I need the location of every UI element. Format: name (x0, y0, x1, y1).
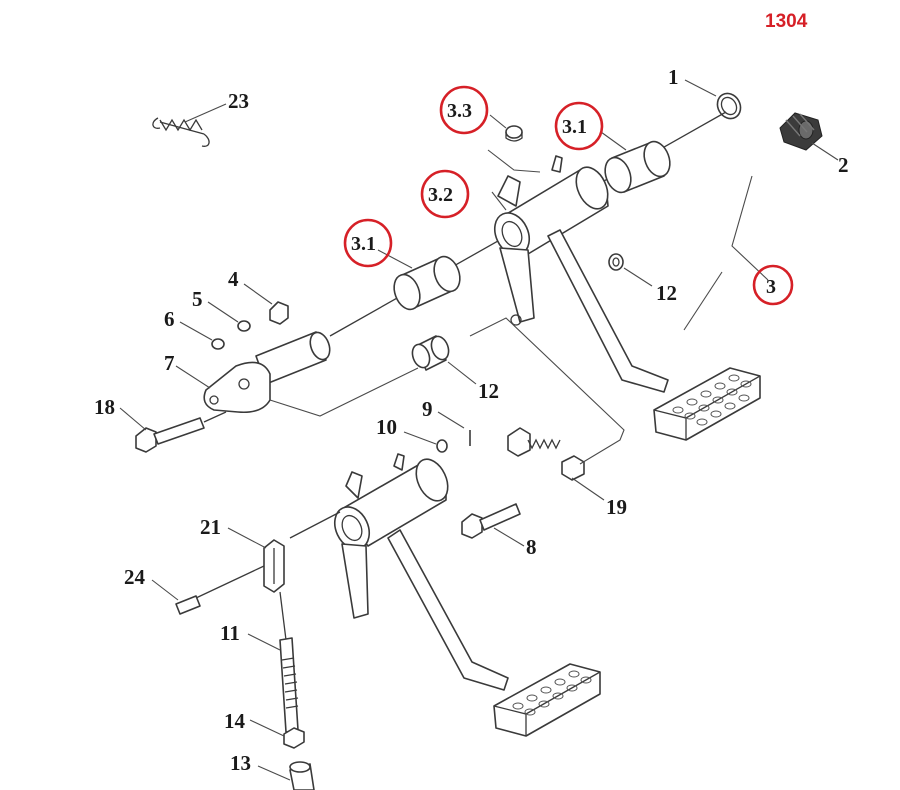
callout-24: 24 (124, 565, 146, 589)
callout-4: 4 (228, 267, 239, 291)
sleeve-part-13 (257, 761, 315, 790)
callout-12-right: 12 (656, 281, 677, 305)
callout-19: 19 (606, 495, 627, 519)
callout-7: 7 (164, 351, 175, 375)
callout-14: 14 (224, 709, 246, 733)
lower-pedal (289, 453, 601, 737)
callout-3-1-upper: 3.1 (562, 116, 587, 138)
callout-9: 9 (422, 397, 433, 421)
callout-23: 23 (228, 89, 249, 113)
callout-12-left: 12 (478, 379, 499, 403)
rod-part-11 (247, 591, 299, 733)
pin-part-24 (151, 579, 201, 615)
bolt-part-18 (119, 407, 227, 453)
callout-10: 10 (376, 415, 397, 439)
callout-8: 8 (526, 535, 537, 559)
washer-part-6 (179, 321, 225, 350)
callout-3: 3 (766, 276, 776, 298)
bracket-part-7 (175, 331, 419, 417)
bushing-part-2 (779, 112, 839, 161)
bushing-part-3-1-lower (377, 249, 461, 311)
highlight-3-1-upper (554, 101, 604, 151)
callout-5: 5 (192, 287, 203, 311)
highlight-3-1-lower (343, 218, 393, 268)
bushing-part-3-3 (487, 114, 541, 173)
nut-part-4 (243, 283, 289, 325)
washer-part-5 (207, 301, 251, 332)
callout-3-2: 3.2 (428, 184, 453, 206)
clevis-part-21 (195, 527, 285, 599)
highlight-3-2 (420, 169, 470, 219)
callout-21: 21 (200, 515, 221, 539)
callout-13: 13 (230, 751, 251, 775)
callout-2: 2 (838, 153, 849, 177)
callout-6: 6 (164, 307, 175, 331)
callout-11: 11 (220, 621, 240, 645)
nut-part-14 (249, 719, 305, 749)
callout-3-3: 3.3 (447, 100, 472, 122)
callout-1: 1 (668, 65, 679, 89)
pedal-part-3-2 (491, 155, 761, 441)
washer-part-12-right (608, 253, 653, 287)
spring-part-23 (152, 103, 227, 147)
page-number: 1304 (765, 11, 808, 32)
bushing-part-3-1-upper (600, 131, 671, 194)
pin-part-9 (437, 411, 471, 446)
bolt-part-8 (461, 503, 525, 547)
washer-part-12-left (411, 335, 477, 385)
highlight-3-3 (439, 85, 489, 135)
washer-part-10 (403, 431, 448, 453)
highlight-3 (752, 264, 794, 306)
highlight-circles (343, 85, 794, 306)
callout-18: 18 (94, 395, 115, 419)
adjuster-part-19 (469, 317, 625, 501)
ring-part-1 (684, 79, 742, 120)
callout-3-1-lower: 3.1 (351, 233, 376, 255)
